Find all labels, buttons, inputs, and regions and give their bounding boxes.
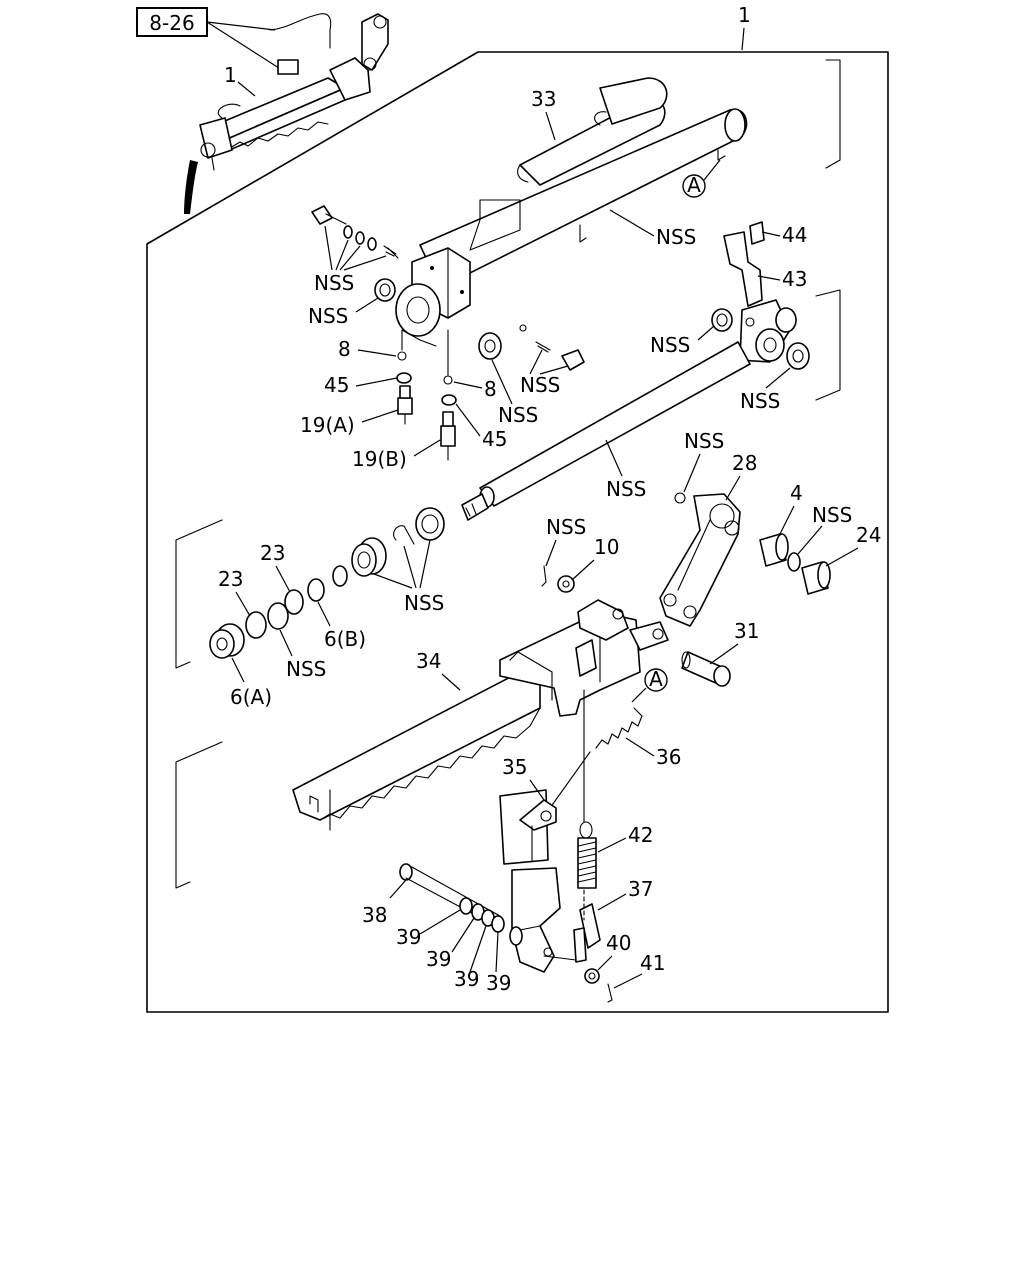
bolt-right <box>519 324 585 371</box>
callout-19b: 19(B) <box>352 447 407 471</box>
assembly-frame <box>146 51 889 1013</box>
callout-36: 36 <box>656 745 681 769</box>
callout-nss-bushing-group: NSS <box>404 591 444 615</box>
grease-fitting-19b <box>440 411 456 461</box>
mounting-block <box>395 247 471 337</box>
lever-plate-35 <box>499 789 557 865</box>
callout-nss-lower-shaft: NSS <box>606 477 646 501</box>
callout-4: 4 <box>790 481 803 505</box>
callout-nss-ring-mid: NSS <box>498 403 538 427</box>
callout-10: 10 <box>594 535 619 559</box>
bracket-43 <box>723 221 765 307</box>
pin-31 <box>681 651 731 687</box>
callout-1-inset: 1 <box>224 63 237 87</box>
callout-nss-washer-left: NSS <box>308 304 348 328</box>
callout-6b: 6(B) <box>324 627 366 651</box>
callout-nss-clip-top: NSS <box>684 429 724 453</box>
inset-assembly-view <box>184 13 389 214</box>
cotter-pin <box>541 565 547 587</box>
lever-bracket <box>511 867 601 973</box>
callout-23-lower: 23 <box>218 567 243 591</box>
callout-8-left: 8 <box>338 337 351 361</box>
cotter-pin-41 <box>607 983 613 1003</box>
callout-37: 37 <box>628 877 653 901</box>
callout-28: 28 <box>732 451 757 475</box>
callout-33: 33 <box>531 87 556 111</box>
callout-nss-ring-lower: NSS <box>286 657 326 681</box>
callout-31: 31 <box>734 619 759 643</box>
link-28 <box>659 493 741 627</box>
callout-39-b: 39 <box>426 947 451 971</box>
callout-39-d: 39 <box>486 971 511 995</box>
reference-box[interactable]: 8-26 <box>136 7 208 37</box>
callout-nss-ring-small: NSS <box>812 503 852 527</box>
reference-marker-a-bottom: A <box>644 667 668 692</box>
part-33-cover <box>517 77 668 186</box>
callout-44: 44 <box>782 223 807 247</box>
callout-39-a: 39 <box>396 925 421 949</box>
callout-nss-washer-right: NSS <box>650 333 690 357</box>
spring-42 <box>577 821 597 889</box>
svg-text:A: A <box>687 173 701 197</box>
callout-23-upper: 23 <box>260 541 285 565</box>
callout-34: 34 <box>416 649 441 673</box>
callout-24: 24 <box>856 523 881 547</box>
bolt-group-left <box>311 205 399 259</box>
callout-6a: 6(A) <box>230 685 272 709</box>
callout-39-c: 39 <box>454 967 479 991</box>
callout-nss-bolt-group: NSS <box>314 271 354 295</box>
callout-42: 42 <box>628 823 653 847</box>
channel-34 <box>292 599 669 831</box>
svg-text:A: A <box>649 667 663 691</box>
callout-nss-shaft: NSS <box>656 225 696 249</box>
grease-fitting-19a <box>397 385 413 425</box>
callout-43: 43 <box>782 267 807 291</box>
callout-nss-bolt-right: NSS <box>520 373 560 397</box>
callout-45-left: 45 <box>324 373 349 397</box>
upper-shaft <box>419 108 748 289</box>
bushing-stack-left <box>332 507 445 587</box>
bushing-4 <box>759 533 789 567</box>
callout-1-assembly: 1 <box>738 3 751 27</box>
callout-19a: 19(A) <box>300 413 355 437</box>
reference-marker-a-top: A <box>682 173 706 198</box>
callout-8-right: 8 <box>484 377 497 401</box>
callout-nss-washer-right2: NSS <box>740 389 780 413</box>
bushing-24 <box>801 561 831 595</box>
callout-41: 41 <box>640 951 665 975</box>
callout-40: 40 <box>606 931 631 955</box>
callout-35: 35 <box>502 755 527 779</box>
callout-45-right: 45 <box>482 427 507 451</box>
reference-box-label: 8-26 <box>149 11 194 35</box>
callout-38: 38 <box>362 903 387 927</box>
bushing-6a <box>209 623 245 659</box>
lower-shaft <box>461 341 751 521</box>
washer-mid <box>478 332 502 360</box>
callout-nss-pin: NSS <box>546 515 586 539</box>
spring-36 <box>549 707 643 809</box>
washer-left <box>374 278 396 302</box>
